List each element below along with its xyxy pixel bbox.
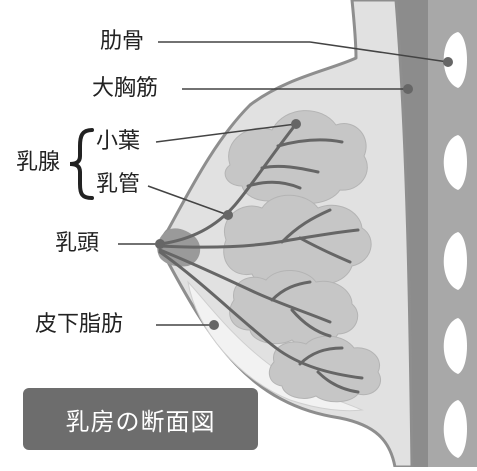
mammary-gland-brace [70, 130, 92, 198]
mammary-gland-label: 乳腺 [16, 150, 60, 176]
marker-dot-fat [209, 320, 219, 330]
pectoralis-major-label: 大胸筋 [92, 76, 158, 102]
marker-dot-nipple [155, 239, 165, 249]
nipple-label: 乳頭 [55, 231, 99, 257]
rib-label: 肋骨 [100, 29, 144, 55]
marker-dot-lobule [291, 119, 301, 129]
lactiferous-duct-label: 乳管 [96, 172, 140, 198]
caption-box: 乳房の断面図 [23, 388, 258, 450]
caption-title: 乳房の断面図 [66, 402, 216, 437]
subcutaneous-fat-label: 皮下脂肪 [35, 312, 123, 338]
marker-dot-rib [443, 57, 453, 67]
marker-dot-duct [223, 210, 233, 220]
marker-dot-pectoralis [403, 84, 413, 94]
lobule-label: 小葉 [96, 129, 140, 155]
